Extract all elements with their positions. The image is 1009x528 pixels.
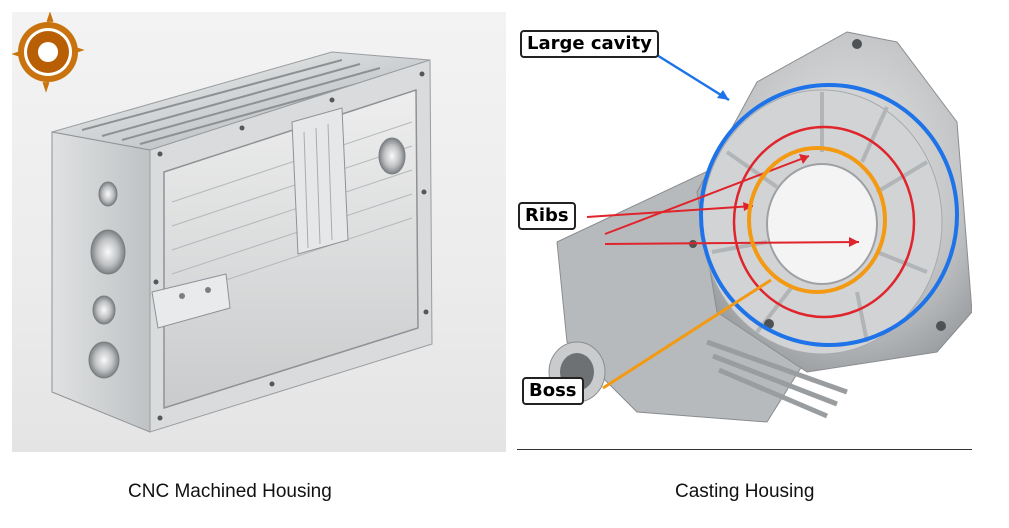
- boss-annotation: [602, 146, 887, 390]
- large-cavity-annotation: [651, 50, 959, 347]
- cnc-housing-caption: CNC Machined Housing: [128, 481, 332, 502]
- casting-housing-photo: [517, 12, 972, 452]
- large-cavity-label: Large cavity: [520, 30, 659, 58]
- baseline-divider: [517, 449, 972, 450]
- ribs-annotation: [586, 125, 916, 319]
- boss-label: Boss: [522, 377, 584, 405]
- casting-housing-caption: Casting Housing: [675, 481, 815, 502]
- company-seal-logo: [12, 12, 85, 93]
- ribs-label: Ribs: [518, 202, 576, 230]
- cnc-housing-photo: [12, 12, 506, 452]
